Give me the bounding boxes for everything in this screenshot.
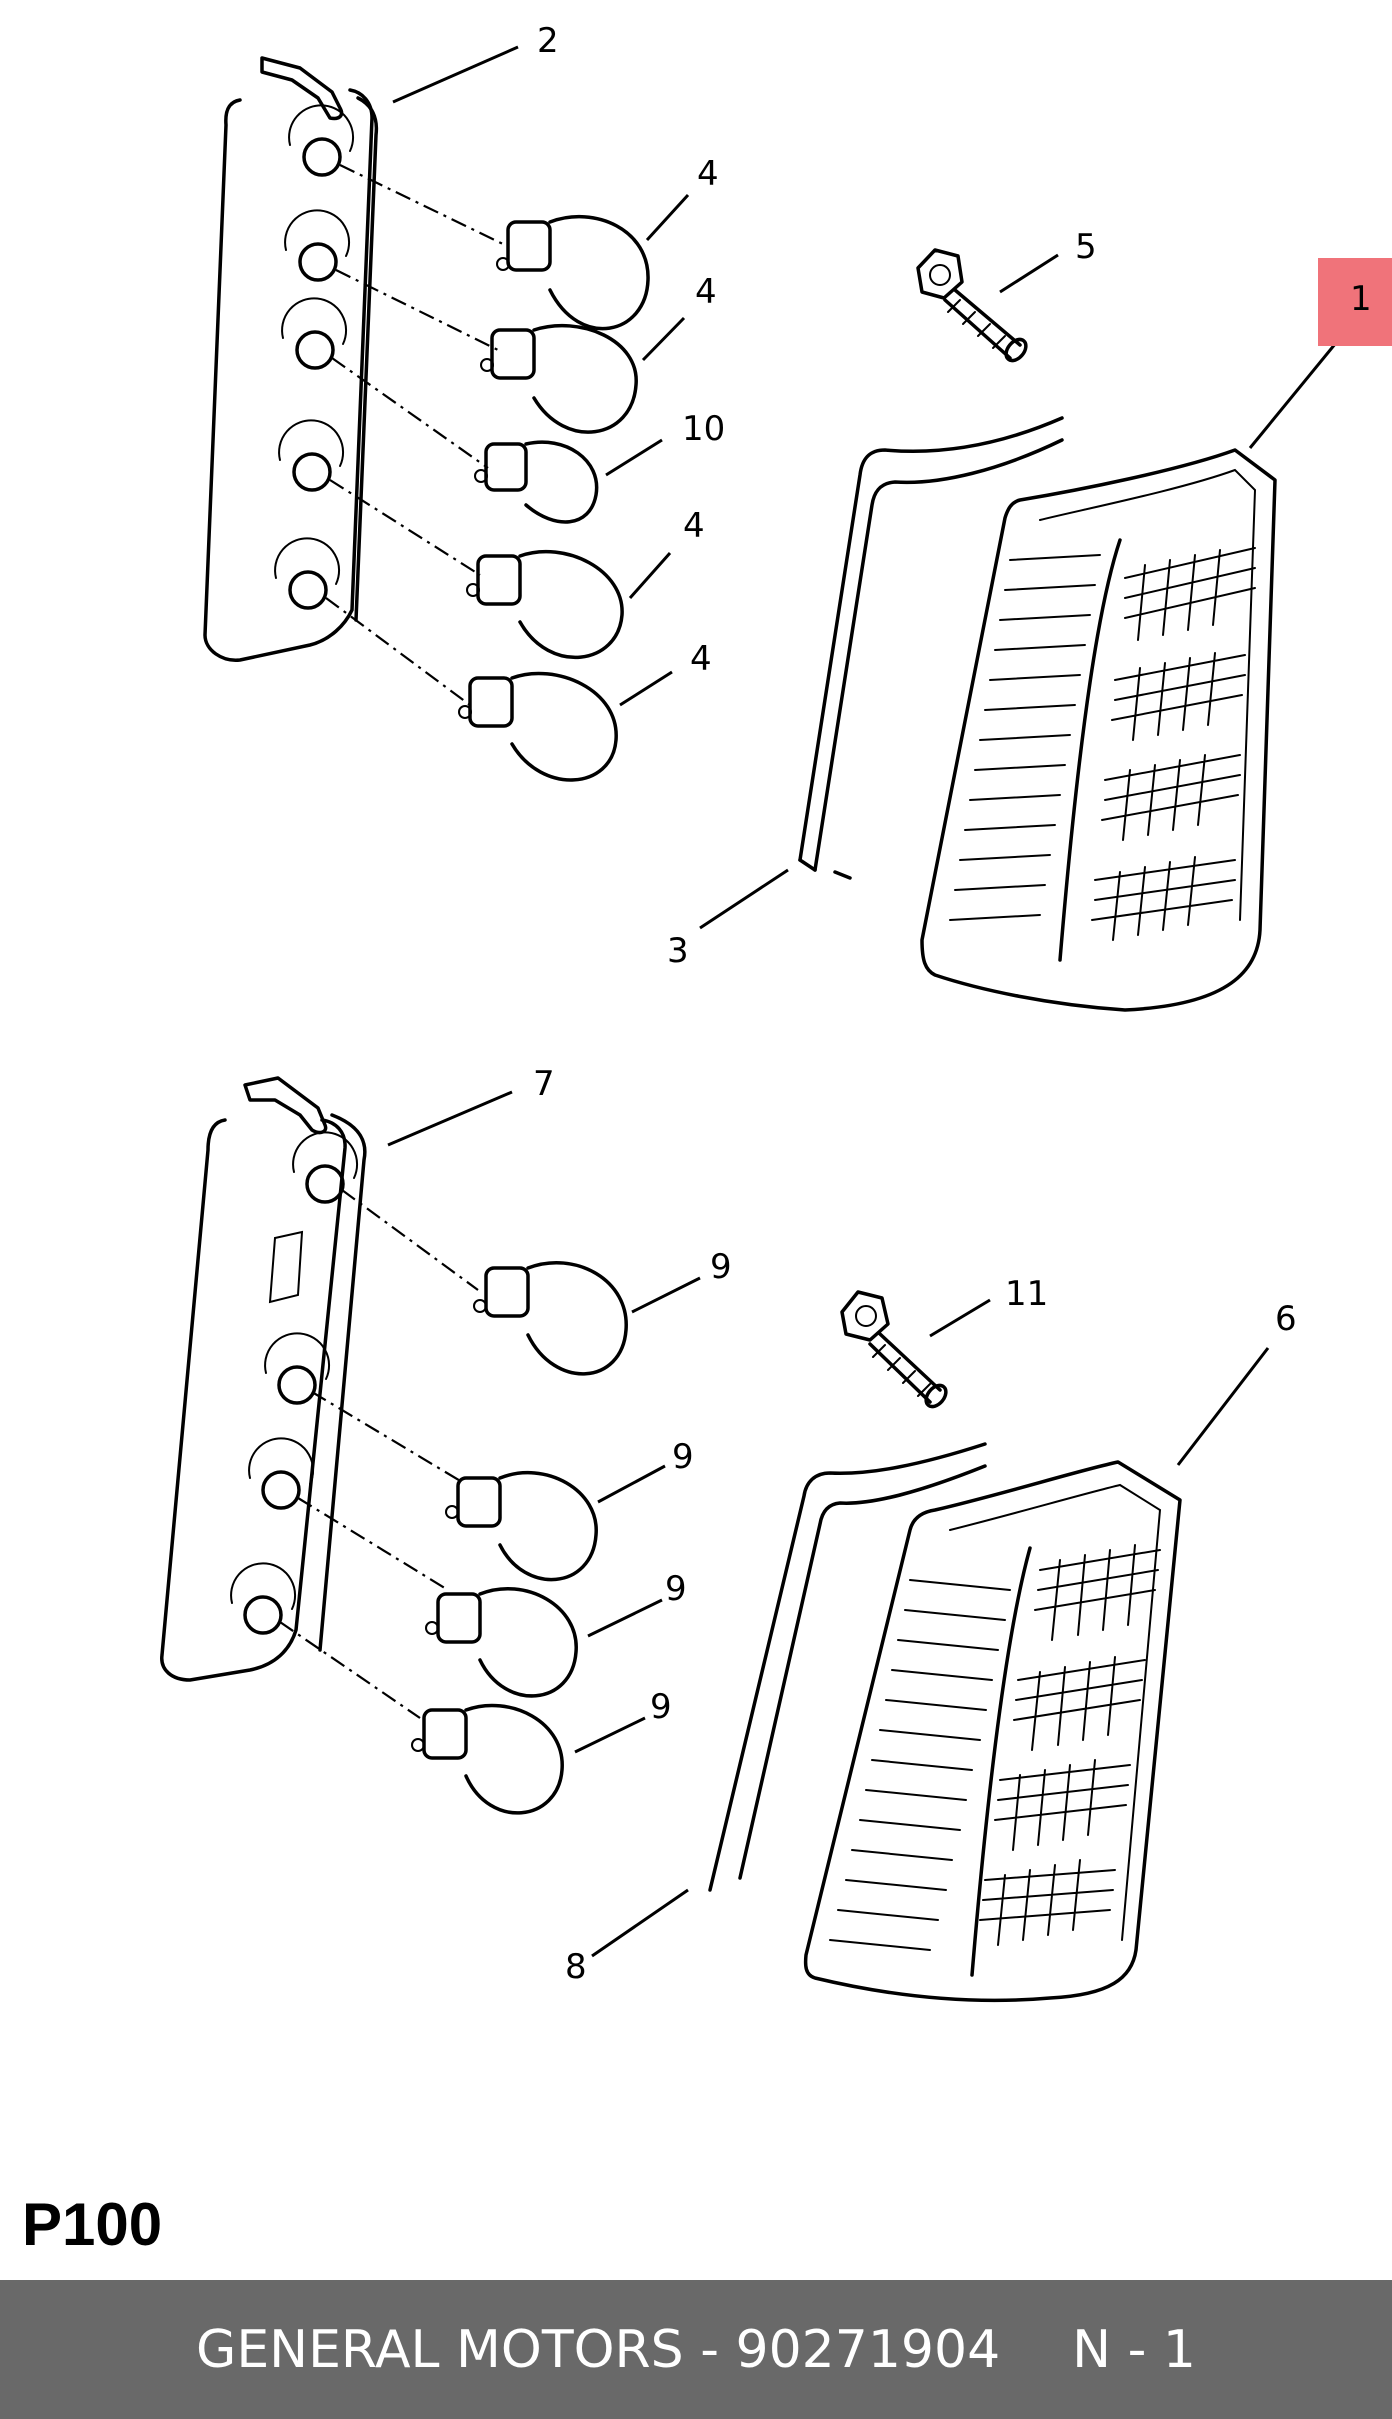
bulb-socket [281,297,348,370]
callout-4: 4 [690,639,712,679]
callout-9: 9 [650,1687,672,1727]
bulb-holder-top [203,56,379,662]
callout-10: 10 [682,409,725,449]
callout-2: 2 [537,21,559,61]
bulb-socket [230,1562,297,1635]
tail-lamp-6 [803,1460,1182,2003]
callout-9: 9 [710,1247,732,1287]
callout-3: 3 [667,931,689,971]
bulb-4-c [466,550,624,659]
gasket-3 [798,416,1064,880]
bulb-9-b [445,1471,598,1582]
bulb-socket [292,1131,359,1204]
bulb-socket [288,104,355,177]
callout-4: 4 [697,154,719,194]
screw-11 [840,1290,948,1409]
bulb-socket [248,1437,315,1510]
callout-1: 1 [1350,279,1372,319]
bulb-4-b [480,324,638,434]
part-number-label: GENERAL MOTORS - 90271904 [196,2319,1001,2380]
callout-7: 7 [533,1064,555,1104]
bulb-9-d [411,1703,564,1815]
bulb-socket [278,419,345,492]
bulb-socket [284,209,351,282]
callout-4: 4 [695,272,717,312]
callout-6: 6 [1275,1299,1297,1339]
callout-9: 9 [672,1437,694,1477]
bulb-4-a [496,214,650,331]
callout-8: 8 [565,1947,587,1987]
callout-5: 5 [1075,227,1097,267]
callout-4: 4 [683,506,705,546]
page-code: P100 [22,2191,163,2258]
bulb-9-c [425,1587,578,1698]
bulb-10 [474,440,599,524]
bulb-holder-bottom [160,1076,367,1682]
gasket-8 [708,1442,987,1892]
parts-diagram: 2 4 4 10 4 4 5 1 3 [160,21,1392,2003]
footer-bar: GENERAL MOTORS - 90271904 N - 1 [0,2280,1392,2419]
quantity-label: N - 1 [1072,2319,1196,2380]
highlight-box [1318,258,1392,346]
bulb-4-d [458,671,618,782]
callout-9: 9 [665,1569,687,1609]
bulb-socket [274,537,341,610]
screw-5 [916,248,1028,363]
bulb-9-a [473,1261,628,1376]
tail-lamp-1 [920,448,1277,1012]
callout-11: 11 [1005,1274,1048,1314]
bulb-socket [264,1332,331,1405]
